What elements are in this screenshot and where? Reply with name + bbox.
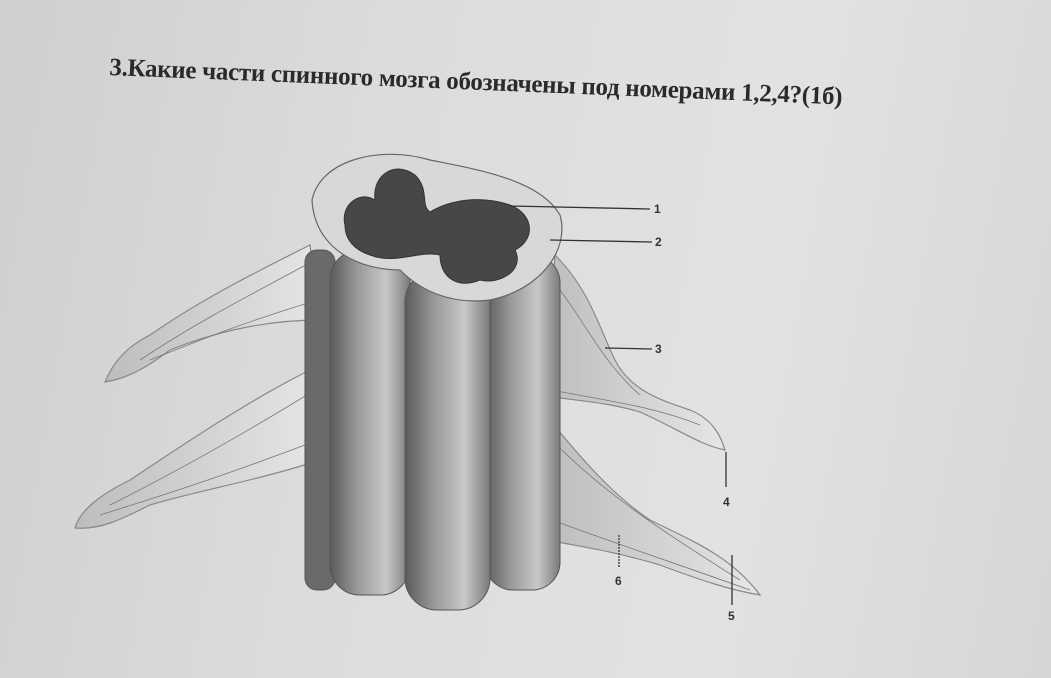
left-spinal-nerves xyxy=(74,244,321,529)
label-1: 1 xyxy=(654,202,661,216)
nerve-fibers xyxy=(99,259,751,591)
gray-matter xyxy=(343,168,530,284)
label-2: 2 xyxy=(655,235,662,249)
diagram-labels: 1 2 3 4 5 6 xyxy=(615,202,735,623)
label-6: 6 xyxy=(615,574,622,588)
right-spinal-nerves xyxy=(544,253,762,596)
label-3: 3 xyxy=(655,342,662,356)
label-5: 5 xyxy=(728,609,735,623)
leader-lines xyxy=(509,205,733,605)
label-4: 4 xyxy=(723,495,730,509)
white-matter-columns xyxy=(304,249,561,611)
